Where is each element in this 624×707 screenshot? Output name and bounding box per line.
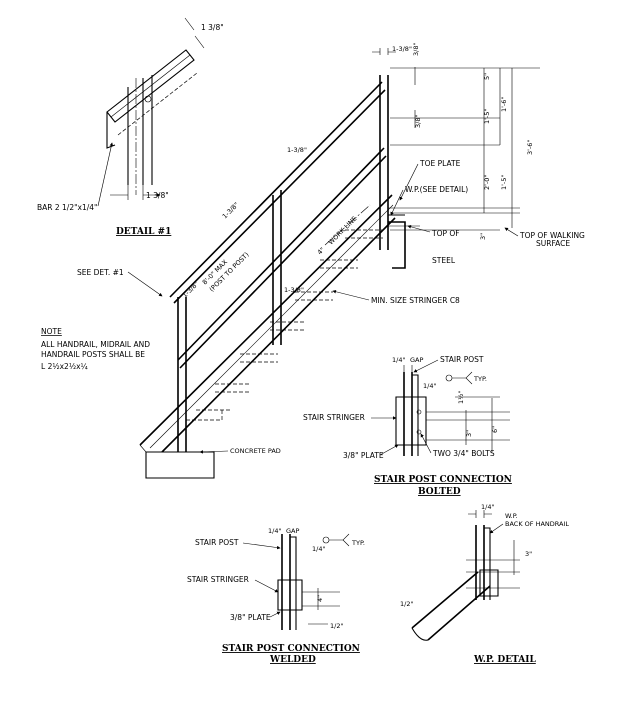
welded-title-2: WELDED (269, 655, 316, 665)
wp-title: W.P. DETAIL (473, 655, 536, 665)
dim-post-width: 1-3/8" (392, 45, 412, 53)
bolted-stair-stringer: STAIR STRINGER (303, 413, 365, 422)
dim-rail-a: 1-3/8" (287, 146, 307, 154)
wp-dim-quarter: 1/4" (481, 503, 494, 511)
welded-stair-post: STAIR POST (195, 538, 239, 547)
bolted-bolts: TWO 3/4" BOLTS (432, 449, 495, 458)
note-line-3: L 2½x2½x¼ (41, 362, 89, 371)
detail-wp: 1/4" W.P. BACK OF HANDRAIL 3" 1/2" W.P. … (400, 503, 569, 665)
bolted-plate: 3/8" PLATE (343, 451, 384, 460)
top-of-steel-label-2: STEEL (432, 256, 456, 265)
wp-dim-3: 3" (525, 550, 532, 558)
dim-1-5-b: 1'-5" (500, 175, 508, 190)
detail1-dim-bottom: 1 3/8" (146, 191, 169, 200)
welded-title-1: STAIR POST CONNECTION (222, 644, 360, 654)
bolted-dim-6: 6" (491, 426, 499, 433)
welded-typ: TYP. (351, 539, 365, 547)
top-walking-label-2: SURFACE (536, 239, 570, 248)
dim-top-small: 3/8" (412, 43, 420, 56)
welded-dim-half: 1/2" (330, 622, 343, 630)
detail-bolted: 1/4" GAP STAIR POST TYP. 1/4" 1½" STAIR … (303, 355, 512, 497)
wp-back-handrail: BACK OF HANDRAIL (505, 520, 569, 528)
work-line-label: WORK LINE (327, 215, 359, 247)
wp-dim-half: 1/2" (400, 600, 413, 608)
detail1-bar-label: BAR 2 1/2"x1/4" (37, 203, 98, 212)
dim-4: 4" (316, 246, 327, 257)
wp-see-detail-label: W.P.(SEE DETAIL) (405, 185, 468, 194)
note-line-1: ALL HANDRAIL, MIDRAIL AND (41, 340, 150, 349)
detail-welded: STAIR POST 1/4" GAP TYP. 1/4" STAIR STRI… (187, 527, 365, 665)
welded-weld-size: 1/4" (312, 545, 325, 553)
note-line-2: HANDRAIL POSTS SHALL BE (41, 350, 145, 359)
welded-plate: 3/8" PLATE (230, 613, 271, 622)
welded-stair-stringer: STAIR STRINGER (187, 575, 249, 584)
wp-label: W.P. (505, 512, 518, 520)
welded-dim-4: 4" (316, 595, 324, 602)
detail1-title: DETAIL #1 (116, 227, 171, 237)
bolted-weld-size: 1/4" (423, 382, 436, 390)
bolted-gap: GAP (410, 356, 423, 364)
dim-rail-b: 1-3/8" (221, 201, 241, 221)
min-stringer-label: MIN. SIZE STRINGER C8 (371, 296, 460, 305)
bolted-dim-3: 3" (465, 430, 473, 437)
toe-plate-label: TOE PLATE (419, 159, 461, 168)
welded-gap: GAP (286, 527, 299, 535)
bolted-title-1: STAIR POST CONNECTION (374, 475, 512, 485)
dim-3-8-mid: 3/8" (414, 115, 422, 128)
note-block: NOTE ALL HANDRAIL, MIDRAIL AND HANDRAIL … (41, 327, 150, 371)
see-det-label: SEE DET. #1 (77, 268, 124, 277)
concrete-pad-label: CONCRETE PAD (230, 447, 281, 455)
detail-1: 1 3/8" 1 3/8" BAR 2 1/2"x1/4" DETAIL #1 (37, 17, 224, 237)
top-of-steel-label: TOP OF (431, 229, 460, 238)
bolted-title-2: BOLTED (418, 487, 461, 497)
top-walking-label: TOP OF WALKING (519, 231, 585, 240)
detail1-dim-top: 1 3/8" (201, 23, 224, 32)
dim-5: 5" (483, 73, 491, 80)
dim-1-6: 1'-6" (500, 97, 508, 112)
bolted-typ: TYP. (473, 375, 487, 383)
dim-rail-c: 1-3/8" (284, 286, 304, 294)
dim-1-5-a: 1'-5" (483, 109, 491, 124)
bolted-dim-1-5: 1½" (457, 391, 465, 404)
dim-3-6: 3'-6" (526, 140, 534, 155)
welded-gap-dim: 1/4" (268, 527, 281, 535)
note-heading: NOTE (41, 327, 62, 336)
dim-2-0: 2'-0" (483, 175, 491, 190)
bolted-gap-dim: 1/4" (392, 356, 405, 364)
bolted-stair-post: STAIR POST (440, 355, 484, 364)
dim-3: 3" (479, 233, 487, 240)
